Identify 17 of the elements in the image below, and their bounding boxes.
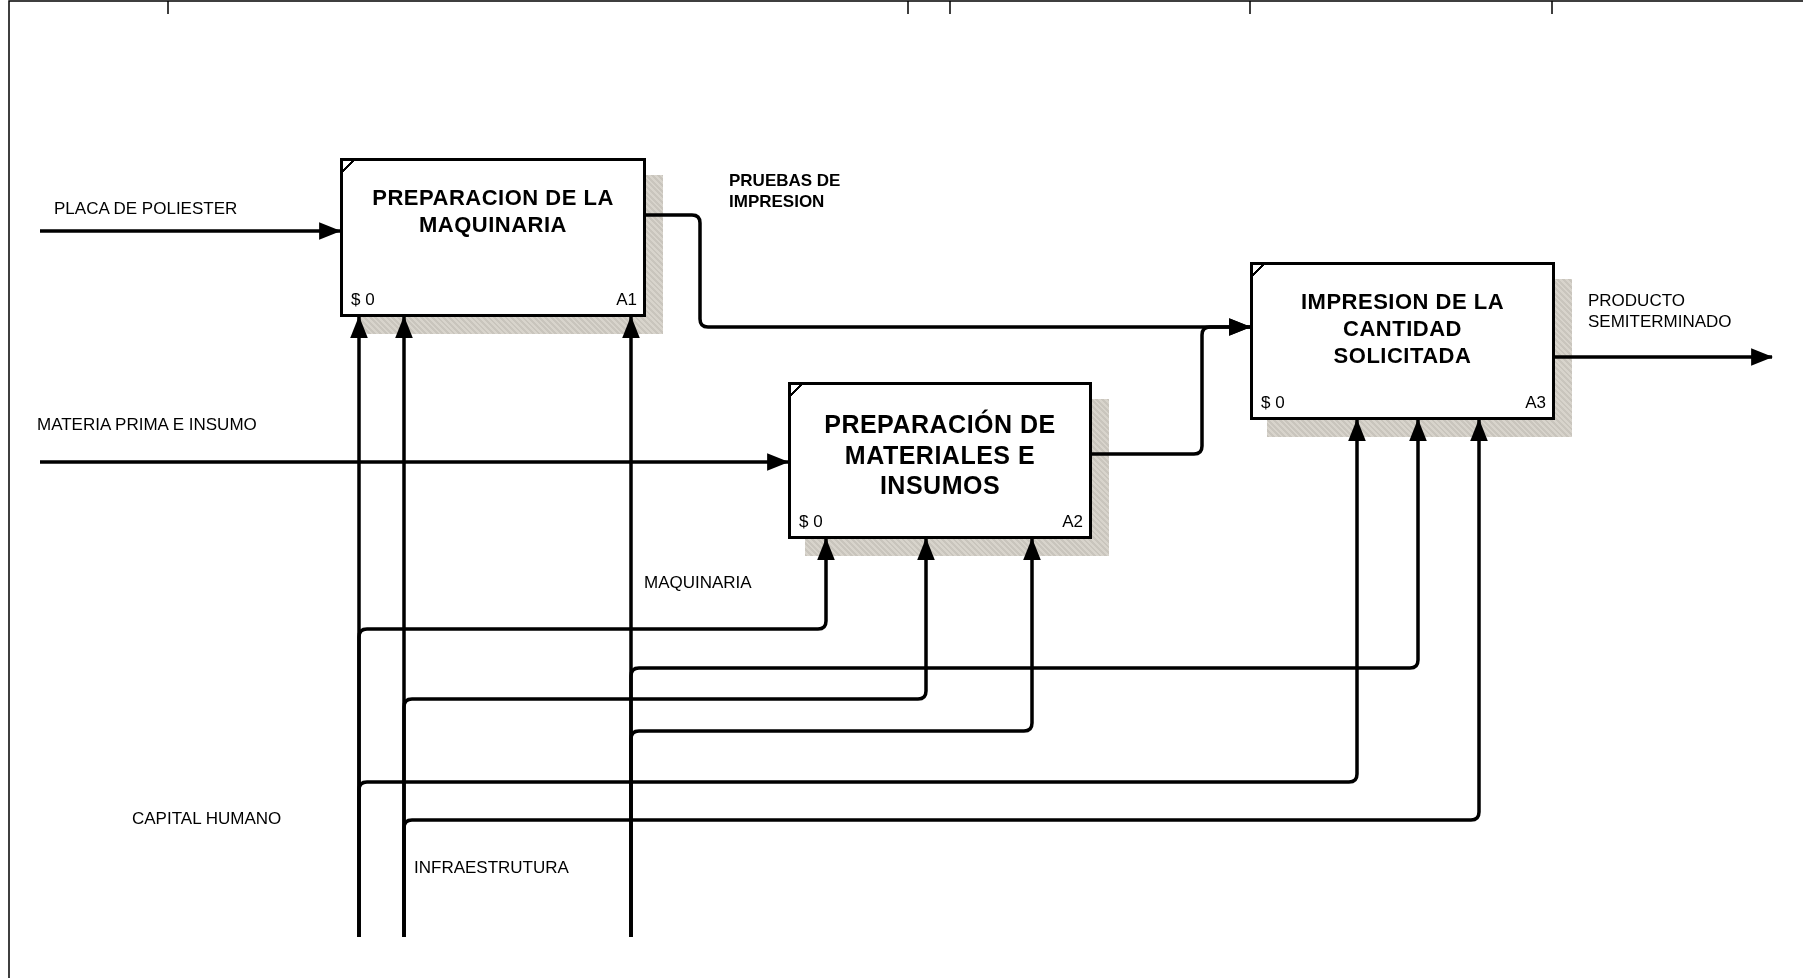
- activity-title: PREPARACION DE LA MAQUINARIA: [371, 185, 615, 239]
- activity-number: A2: [1062, 512, 1083, 532]
- activity-box: [340, 158, 646, 317]
- cost-label: $ 0: [799, 512, 823, 532]
- arrow: [1092, 318, 1252, 456]
- arrow: [40, 222, 342, 240]
- activity-number: A1: [616, 290, 637, 310]
- arrow: [40, 453, 790, 471]
- activity-box: [1250, 262, 1555, 420]
- activity-title: PREPARACIÓN DE MATERIALES E INSUMOS: [823, 409, 1057, 501]
- activity-title: IMPRESION DE LA CANTIDAD SOLICITADA: [1299, 289, 1506, 370]
- activity-box: [788, 382, 1092, 539]
- arrow: [629, 418, 1427, 937]
- cost-label: $ 0: [351, 290, 375, 310]
- cost-label: $ 0: [1261, 393, 1285, 413]
- activity-number: A3: [1525, 393, 1546, 413]
- arrow: [1555, 348, 1774, 366]
